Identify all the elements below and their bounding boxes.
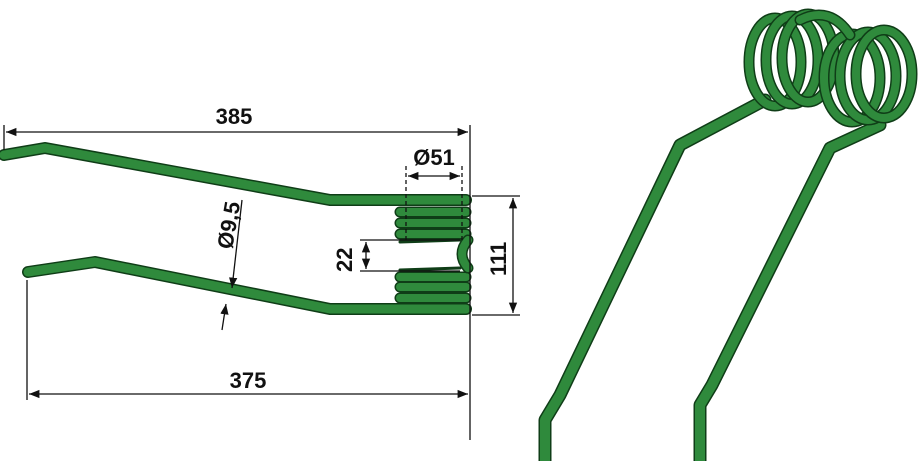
tine-3d-view bbox=[538, 8, 918, 461]
coil-3d bbox=[743, 8, 918, 128]
coil-windings bbox=[394, 206, 474, 304]
dimension-coil-diameter: Ø51 bbox=[413, 145, 455, 170]
right-tine-leg bbox=[693, 118, 887, 461]
dimension-111: 111 bbox=[486, 242, 511, 276]
dimension-wire-diameter: Ø9,5 bbox=[212, 200, 245, 251]
dimension-385: 385 bbox=[216, 104, 253, 129]
dimension-375: 375 bbox=[230, 368, 267, 393]
tine-side-view bbox=[0, 142, 474, 315]
dimension-22: 22 bbox=[332, 248, 357, 272]
left-tine-leg bbox=[538, 93, 772, 461]
dimension-lines bbox=[3, 125, 520, 440]
